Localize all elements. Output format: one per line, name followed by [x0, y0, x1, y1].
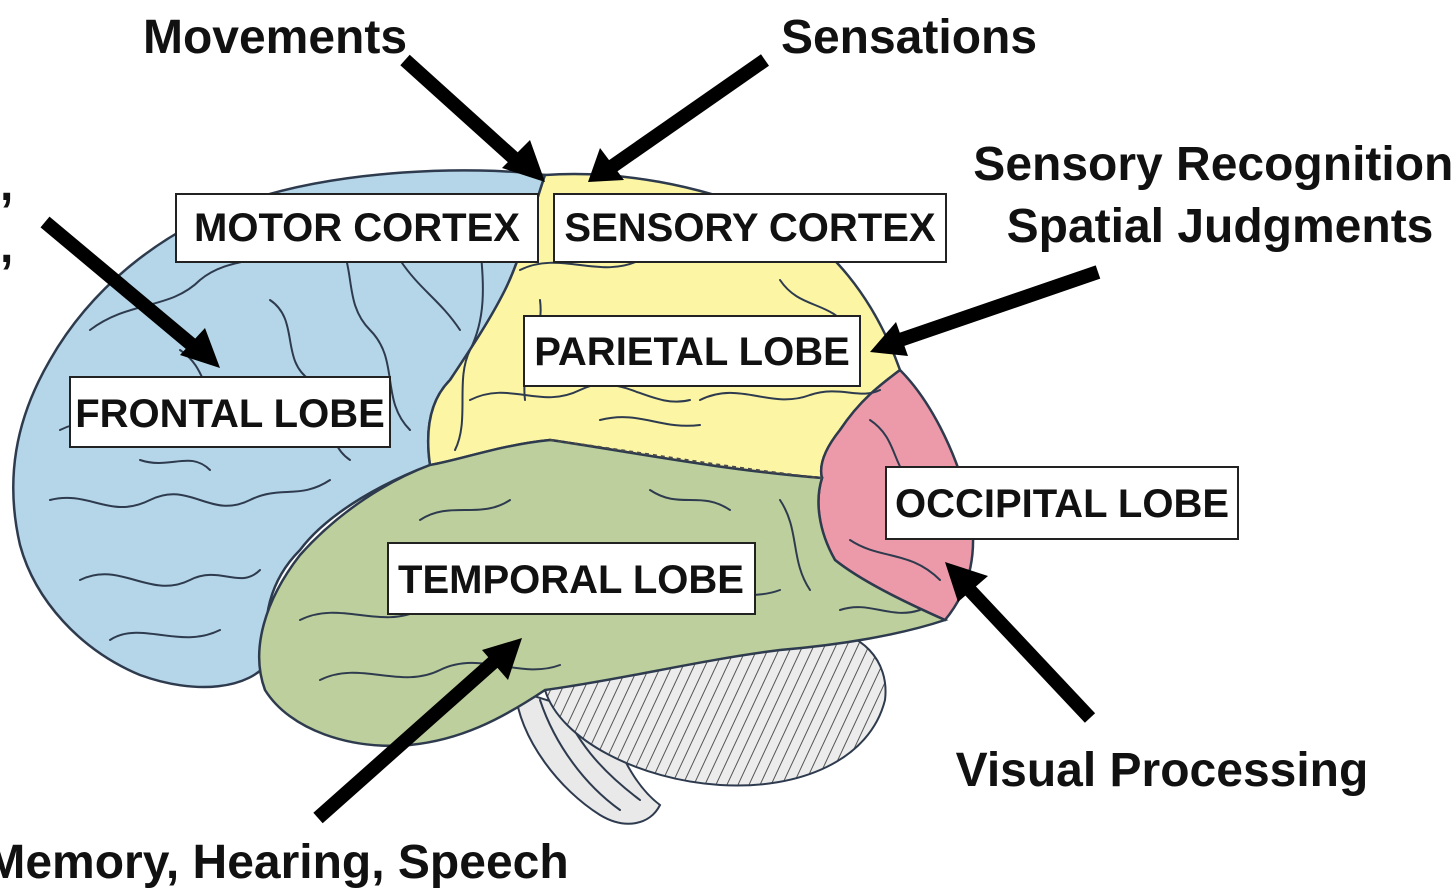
label-occipital-lobe-text: OCCIPITAL LOBE: [895, 482, 1229, 526]
annotation-sensory-recognition-line1: Sensory Recognition,: [973, 138, 1452, 191]
annotation-sensory-recognition-line2: Spatial Judgments: [1007, 200, 1434, 253]
label-frontal-lobe-text: FRONTAL LOBE: [75, 392, 385, 436]
arrow-sensations: [588, 60, 765, 182]
annotation-frontal-clipped-line2: ,: [0, 220, 13, 273]
label-occipital-lobe: OCCIPITAL LOBE: [886, 467, 1238, 539]
arrow-sensory-recognition: [870, 272, 1098, 356]
label-frontal-lobe: FRONTAL LOBE: [70, 377, 390, 447]
annotation-movements: Movements: [143, 11, 407, 64]
label-motor-cortex-text: MOTOR CORTEX: [194, 206, 520, 250]
label-motor-cortex: MOTOR CORTEX: [176, 194, 538, 262]
label-temporal-lobe-text: TEMPORAL LOBE: [398, 558, 744, 602]
label-sensory-cortex: SENSORY CORTEX: [554, 194, 946, 262]
annotation-visual-processing: Visual Processing: [956, 744, 1369, 797]
arrow-movements: [405, 60, 545, 182]
annotation-memory-hearing-speech: Memory, Hearing, Speech: [0, 836, 569, 889]
label-temporal-lobe: TEMPORAL LOBE: [388, 543, 755, 614]
label-parietal-lobe-text: PARIETAL LOBE: [534, 330, 850, 374]
label-sensory-cortex-text: SENSORY CORTEX: [564, 206, 936, 250]
arrow-visual-processing: [945, 562, 1090, 718]
annotation-sensations: Sensations: [781, 11, 1037, 64]
annotation-frontal-clipped-line1: ,: [0, 158, 13, 211]
label-parietal-lobe: PARIETAL LOBE: [524, 316, 860, 386]
